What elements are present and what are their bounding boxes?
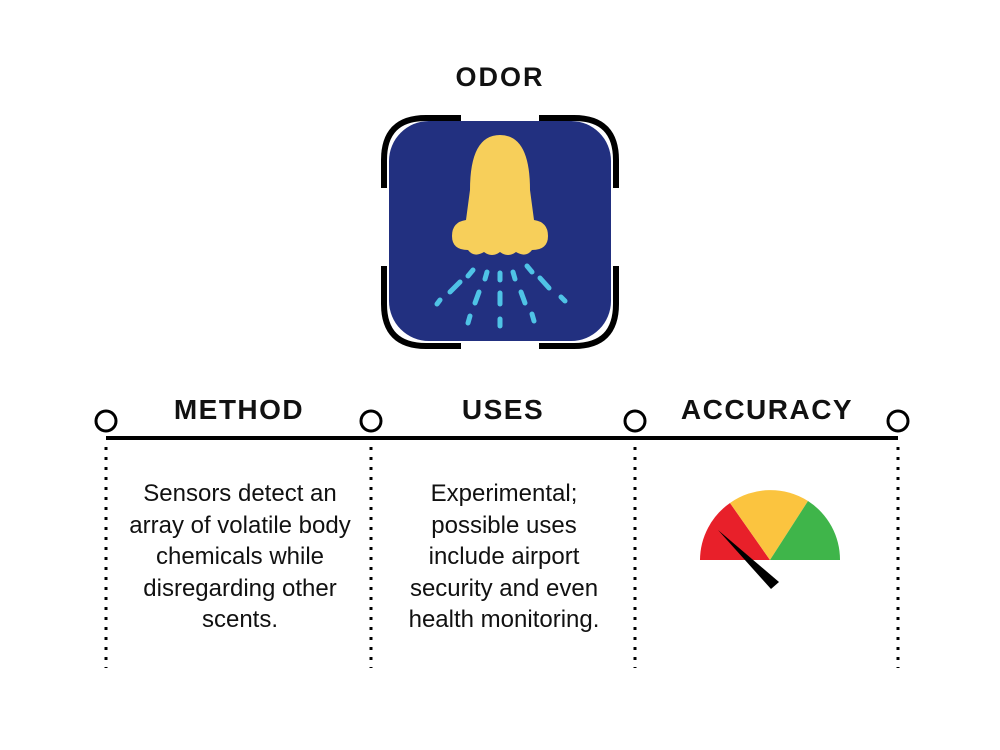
node-circle [886,409,910,433]
method-text: Sensors detect an array of volatile body… [129,480,351,633]
header-uses: USES [461,394,545,425]
nose-icon [381,115,619,349]
header-method: METHOD [173,394,305,425]
accuracy-gauge [700,490,841,589]
uses-text: Experimental; possible uses include airp… [408,480,600,633]
node-circle [623,409,647,433]
gauge-needle [718,530,779,589]
node-circle [94,409,118,433]
header-accuracy: ACCURACY [680,394,854,425]
node-circle [359,409,383,433]
page-title: ODOR [455,62,545,92]
